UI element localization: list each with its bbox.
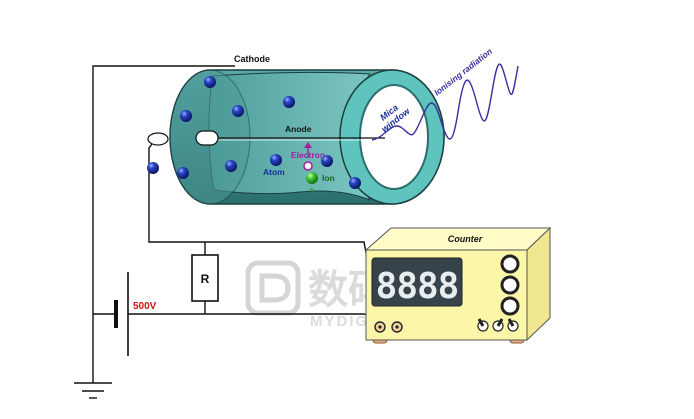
- watermark-logo-d-icon: [259, 273, 291, 303]
- toggle-switch-3-lever-icon: [507, 318, 515, 327]
- counter-knob-3[interactable]: [500, 296, 520, 316]
- atom: [232, 105, 244, 117]
- electron-label: Electron: [291, 150, 325, 160]
- counter-knobs: [500, 254, 520, 316]
- ion-sign: +: [310, 185, 315, 194]
- counter-switches: [477, 318, 519, 332]
- counter-knob-1[interactable]: [500, 254, 520, 274]
- anode-terminal-icon: [147, 132, 169, 146]
- ionising-radiation-wave: [371, 63, 519, 141]
- ionising-radiation-label: Ionising radiation: [432, 46, 494, 97]
- cathode-label: Cathode: [234, 54, 270, 64]
- watermark-logo-icon: [245, 260, 301, 316]
- geiger-tube: + Anode Electron Atom Ion Mica window: [147, 69, 445, 205]
- toggle-switch-2-lever-icon: [496, 318, 504, 327]
- counter-display: [371, 257, 463, 307]
- atom: [270, 154, 282, 166]
- voltage-label: 500V: [133, 301, 157, 312]
- terminal-hole-icon: [378, 325, 382, 329]
- anode-label: Anode: [285, 124, 312, 134]
- resistor-icon: [191, 254, 219, 302]
- atom-label: Atom: [263, 167, 285, 177]
- electron-particle: [303, 161, 313, 171]
- atom: [204, 76, 216, 88]
- terminal-hole-icon: [395, 325, 399, 329]
- atom: [349, 177, 361, 189]
- counter-device: Counter 8888: [364, 226, 552, 344]
- counter-display-digits: 8888: [376, 266, 459, 307]
- counter-terminals: [374, 321, 403, 333]
- atom: [177, 167, 189, 179]
- mica-window-glass: [359, 84, 429, 190]
- counter-label: Counter: [448, 234, 483, 244]
- electron-arrowhead-icon: [304, 142, 312, 148]
- ground-symbol-icon: [74, 382, 112, 399]
- atom: [180, 110, 192, 122]
- anode-insulator-icon: [195, 130, 219, 146]
- atom: [321, 155, 333, 167]
- atom: [283, 96, 295, 108]
- cathode-wire: [92, 65, 235, 383]
- toggle-switch-1-lever-icon: [477, 318, 485, 327]
- atom: [147, 162, 159, 174]
- battery-symbol-icon: [114, 272, 129, 356]
- resistor-label: R: [201, 272, 210, 286]
- atoms: [147, 76, 361, 189]
- atom: [225, 160, 237, 172]
- counter-knob-2[interactable]: [500, 275, 520, 295]
- ion-label: Ion: [322, 173, 335, 183]
- ion-particle: [306, 172, 318, 184]
